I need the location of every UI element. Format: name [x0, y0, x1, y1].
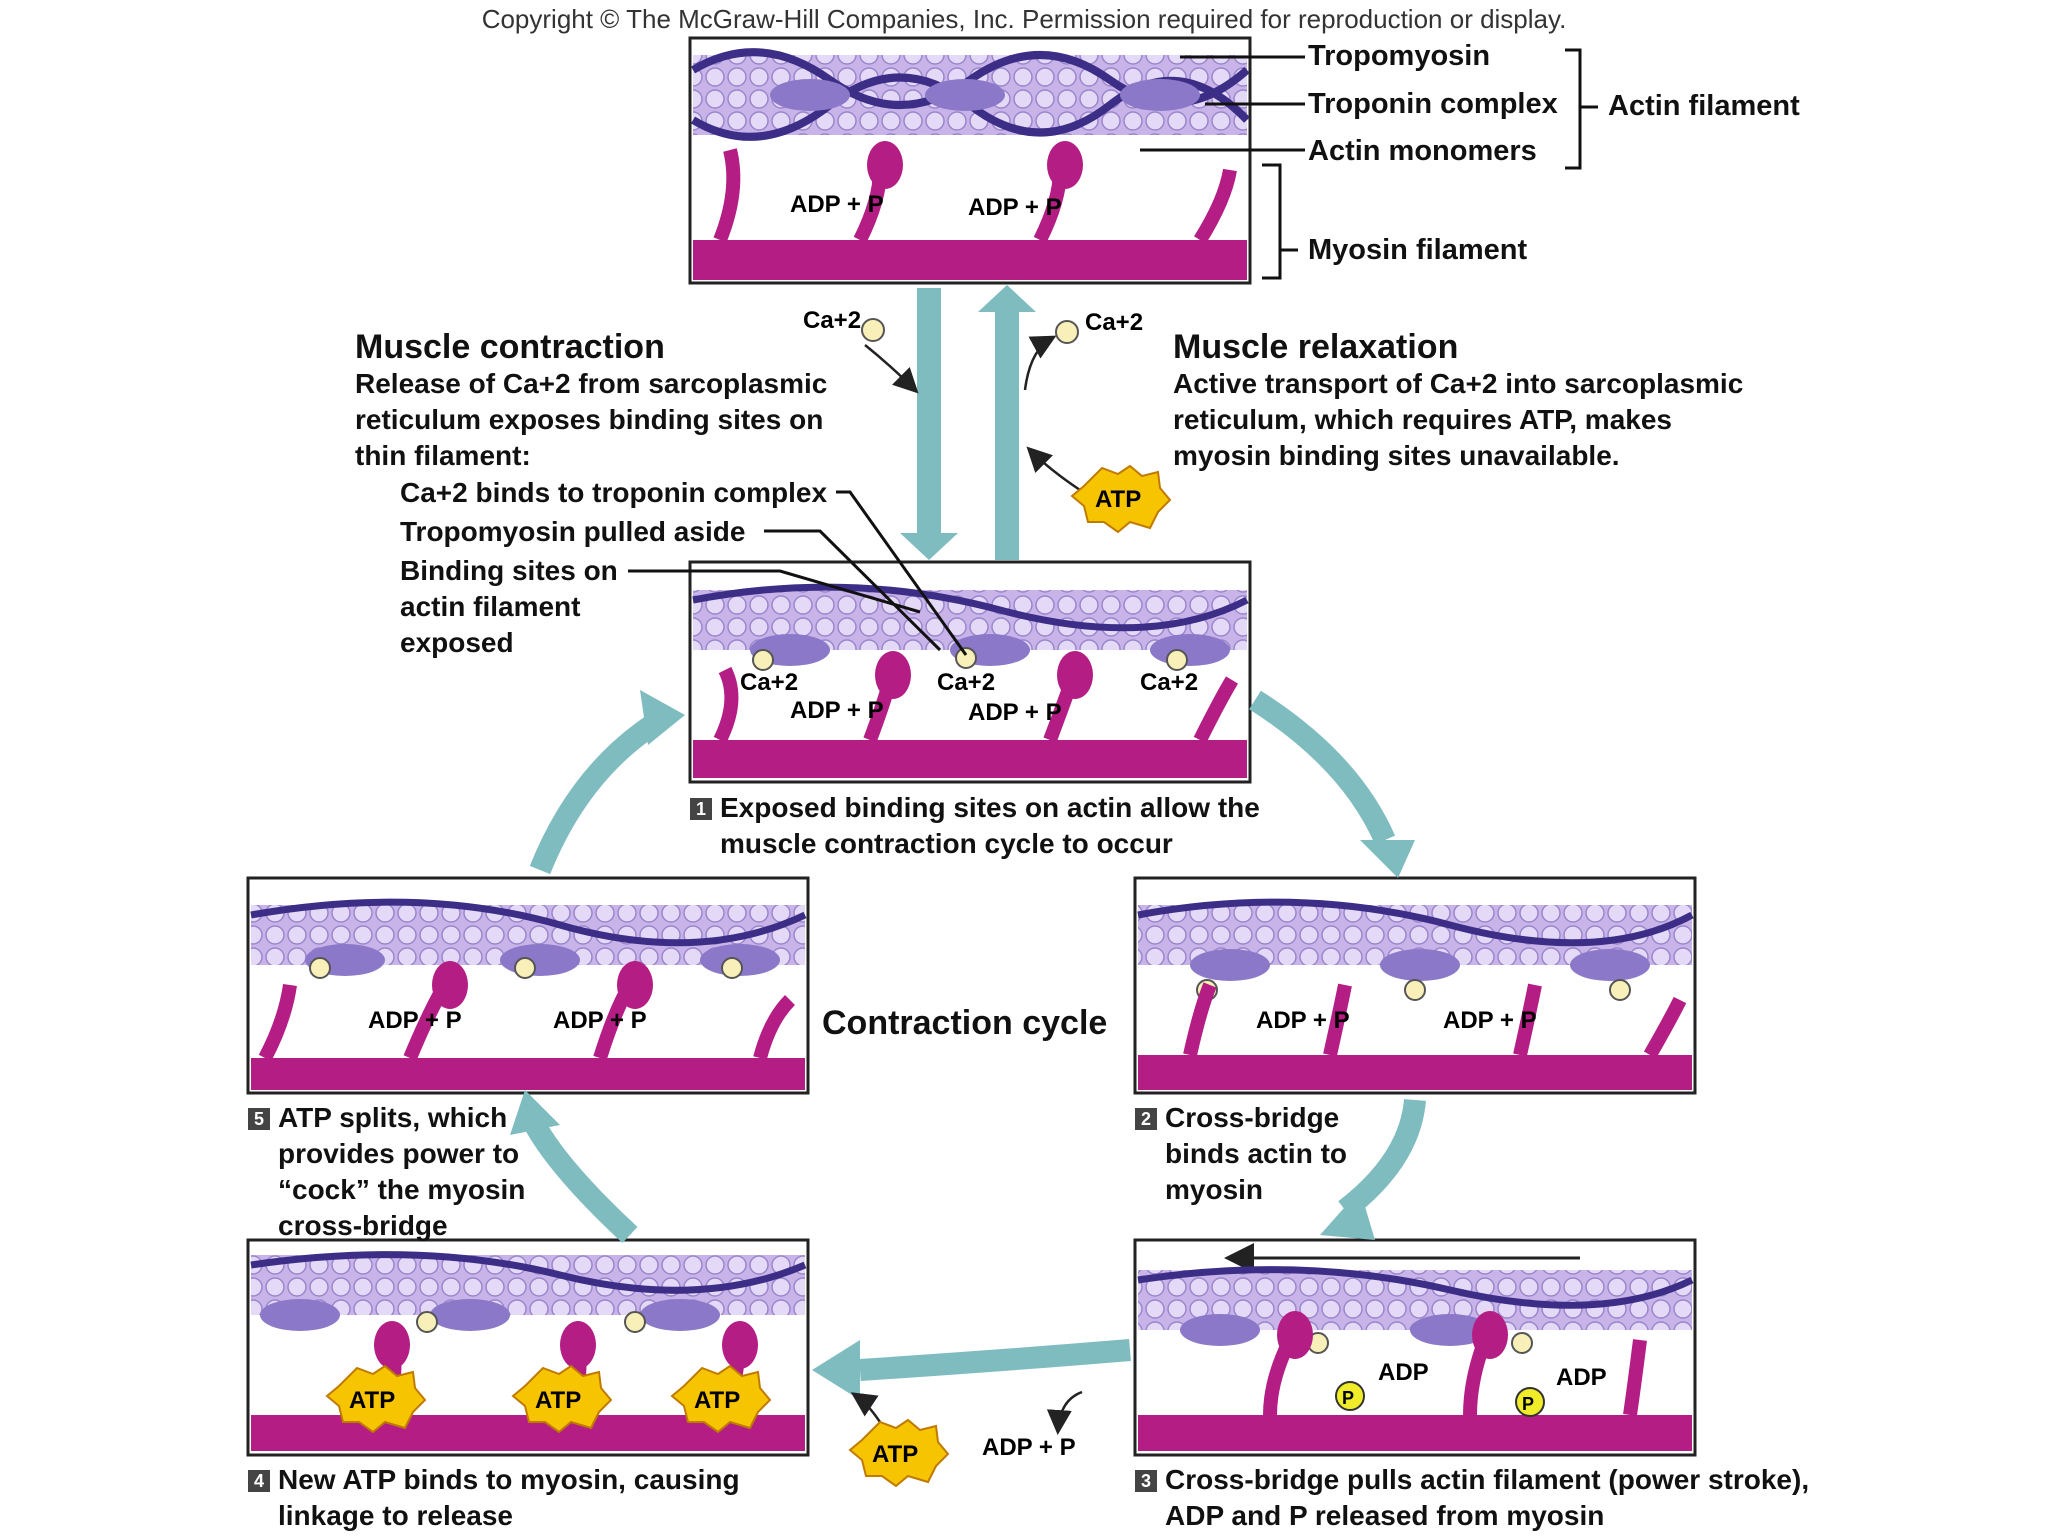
contraction-pointers [628, 490, 968, 656]
atp-burst: ATP [325, 1364, 427, 1434]
atp-burst: ATP [848, 1418, 950, 1488]
atp-label: ATP [872, 1441, 918, 1468]
contraction-points: Ca+2 binds to troponin complex Tropomyos… [400, 475, 827, 661]
calcium-label: Ca+2 [1085, 309, 1143, 336]
actin-monomers-label: Actin monomers [1308, 135, 1537, 167]
troponin-complex-label: Troponin complex [1308, 88, 1558, 120]
point-tropomyosin-aside: Tropomyosin pulled aside [400, 516, 746, 547]
adp-label: ADP [1378, 1359, 1429, 1386]
desc-line: Release of Ca+2 from sarcoplasmic [355, 368, 828, 399]
relaxation-description: Active transport of Ca+2 into sarcoplasm… [1173, 366, 1743, 474]
muscle-relaxation-title: Muscle relaxation [1173, 328, 1459, 366]
atp-burst: ATP [1070, 464, 1172, 534]
caption-line: Cross-bridge [1165, 1102, 1340, 1133]
caption-line: myosin [1165, 1174, 1264, 1205]
top-label-pointers [1140, 48, 1598, 280]
panel-3 [1133, 1238, 1697, 1457]
caption-line: “cock” the myosin [278, 1174, 526, 1205]
contraction-description: Release of Ca+2 from sarcoplasmic reticu… [355, 366, 827, 474]
step-number: 1 [690, 798, 712, 820]
caption-line: cross-bridge [278, 1210, 448, 1241]
adp-label: ADP + P [968, 699, 1062, 726]
adp-label: ADP + P [968, 194, 1062, 221]
panel-1 [688, 560, 1252, 784]
contraction-cycle-title: Contraction cycle [822, 1004, 1108, 1042]
calcium-ion-in [861, 318, 885, 342]
adp-label: ADP + P [982, 1434, 1076, 1461]
desc-line: myosin binding sites unavailable. [1173, 440, 1620, 471]
step-3-caption: 3 Cross-bridge pulls actin filament (powe… [1135, 1462, 1809, 1534]
panel-2 [1133, 876, 1697, 1095]
panel-5 [246, 876, 810, 1095]
muscle-contraction-title: Muscle contraction [355, 328, 665, 366]
desc-line: thin filament: [355, 440, 531, 471]
copyright-notice: Copyright © The McGraw-Hill Companies, I… [481, 4, 1567, 34]
caption-line: ATP splits, which [278, 1102, 508, 1133]
calcium-label: Ca+2 [803, 307, 861, 334]
step-4-caption: 4 New ATP binds to myosin, causing linkag… [248, 1462, 740, 1534]
atp-burst: ATP [670, 1364, 772, 1434]
panel-top [688, 36, 1252, 285]
phosphate-label: P [1342, 1388, 1354, 1408]
step-5-caption: 5 ATP splits, which provides power to “co… [248, 1100, 525, 1244]
adp-label: ADP + P [790, 697, 884, 724]
calcium-label: Ca+2 [1140, 669, 1198, 696]
step-2-caption: 2 Cross-bridge binds actin to myosin [1135, 1100, 1347, 1208]
myosin-thick-filament [693, 240, 1247, 280]
caption-line: muscle contraction cycle to occur [720, 828, 1173, 859]
caption-line: linkage to release [278, 1500, 514, 1531]
adp-label: ADP [1556, 1364, 1607, 1391]
adp-label: ADP + P [553, 1007, 647, 1034]
atp-label: ATP [535, 1387, 581, 1414]
adp-label: ADP + P [790, 191, 884, 218]
step-number: 3 [1135, 1470, 1157, 1492]
atp-label: ATP [349, 1387, 395, 1414]
adp-label: ADP + P [1256, 1007, 1350, 1034]
relaxation-arrow [978, 285, 1036, 560]
point-binding-sites: exposed [400, 627, 514, 658]
caption-line: Cross-bridge pulls actin filament (power… [1165, 1464, 1810, 1495]
atp-burst: ATP [511, 1364, 613, 1434]
adp-label: ADP + P [368, 1007, 462, 1034]
cycle-arrows [525, 690, 1426, 1381]
desc-line: reticulum exposes binding sites on [355, 404, 824, 435]
desc-line: reticulum, which requires ATP, makes [1173, 404, 1672, 435]
calcium-ion-out [1055, 320, 1079, 344]
caption-line: New ATP binds to myosin, causing [278, 1464, 740, 1495]
molecule-labels: ADP + P ADP + P Ca+2 Ca+2 ATP Ca+2 Ca+2 … [325, 191, 1607, 1488]
point-calcium-binds: Ca+2 binds to troponin complex [400, 477, 828, 508]
contraction-arrow [900, 288, 958, 560]
cycle-arrowheads [510, 690, 1415, 1400]
actin-filament-label: Actin filament [1608, 90, 1800, 122]
caption-line: binds actin to [1165, 1138, 1347, 1169]
calcium-label: Ca+2 [937, 669, 995, 696]
caption-line: Exposed binding sites on actin allow the [720, 792, 1260, 823]
point-binding-sites: Binding sites on [400, 555, 618, 586]
atp-label: ATP [1095, 486, 1141, 513]
myosin-filament-label: Myosin filament [1308, 234, 1528, 266]
step-number: 4 [248, 1470, 270, 1492]
desc-line: Active transport of Ca+2 into sarcoplasm… [1173, 368, 1744, 399]
caption-line: provides power to [278, 1138, 520, 1169]
step-1-caption: 1 Exposed binding sites on actin allow th… [690, 790, 1260, 862]
calcium-label: Ca+2 [740, 669, 798, 696]
step-number: 2 [1135, 1108, 1157, 1130]
caption-line: ADP and P released from myosin [1165, 1500, 1605, 1531]
atp-label: ATP [694, 1387, 740, 1414]
phosphate-label: P [1522, 1394, 1534, 1414]
tropomyosin-label: Tropomyosin [1308, 40, 1491, 72]
step-number: 5 [248, 1108, 270, 1130]
adp-label: ADP + P [1443, 1007, 1537, 1034]
troponin-shape [770, 79, 850, 111]
point-binding-sites: actin filament [400, 591, 581, 622]
